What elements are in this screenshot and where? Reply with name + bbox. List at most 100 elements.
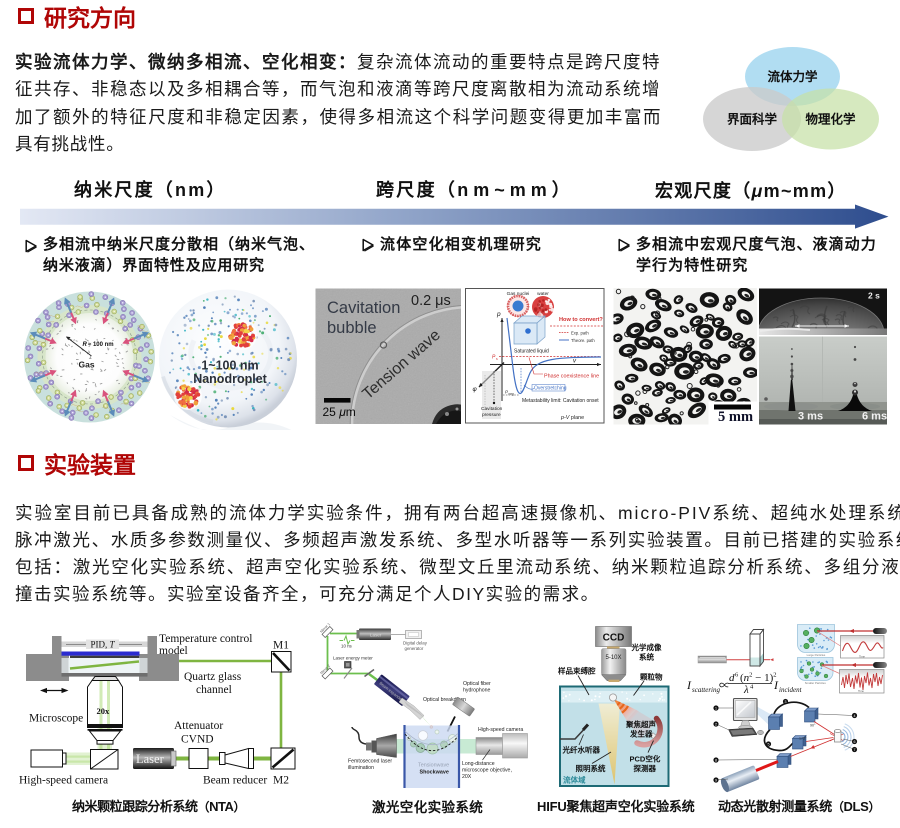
svg-text:Shockwave: Shockwave bbox=[420, 770, 449, 776]
svg-text:Quartz glass: Quartz glass bbox=[184, 671, 242, 683]
svg-text:M1: M1 bbox=[273, 640, 289, 652]
svg-text:25 μm: 25 μm bbox=[323, 405, 356, 419]
svg-text:Attenuator: Attenuator bbox=[174, 720, 223, 732]
svg-text:Overstretching: Overstretching bbox=[534, 386, 567, 392]
svg-text:Cavitation: Cavitation bbox=[481, 406, 503, 412]
svg-text:流体力学: 流体力学 bbox=[767, 69, 818, 84]
svg-text:Optical breakdown: Optical breakdown bbox=[423, 697, 466, 703]
svg-text:I: I bbox=[773, 678, 779, 692]
svg-text:Metastability limit: Cavitatio: Metastability limit: Cavitation onset bbox=[522, 398, 599, 404]
svg-text:20X: 20X bbox=[462, 774, 472, 780]
svg-text:5-10X: 5-10X bbox=[605, 655, 621, 661]
svg-text:channel: channel bbox=[196, 684, 232, 696]
svg-text:Gas nuclei: Gas nuclei bbox=[507, 291, 530, 297]
svg-text:neg: neg bbox=[509, 392, 515, 396]
svg-text:How to convert?: How to convert? bbox=[559, 317, 603, 323]
svg-text:Long-distance: Long-distance bbox=[462, 761, 495, 767]
svg-text:颗粒物: 颗粒物 bbox=[640, 672, 663, 682]
svg-text:M2: M2 bbox=[273, 775, 289, 787]
svg-text:CCD: CCD bbox=[603, 633, 625, 644]
svg-text:Theore. path: Theore. path bbox=[571, 338, 595, 343]
svg-text:8: 8 bbox=[715, 758, 717, 762]
svg-text:物理化学: 物理化学 bbox=[805, 112, 856, 127]
svg-text:20x: 20x bbox=[97, 706, 111, 716]
svg-text:4: 4 bbox=[750, 684, 754, 691]
svg-text:Laser energy meter: Laser energy meter bbox=[333, 656, 373, 661]
svg-text:探测器: 探测器 bbox=[634, 763, 657, 773]
svg-text:hydrophone: hydrophone bbox=[463, 688, 491, 694]
svg-text:Time: Time bbox=[859, 655, 865, 659]
svg-text:2: 2 bbox=[715, 722, 717, 726]
svg-text:I: I bbox=[686, 678, 692, 692]
svg-text:光学成像: 光学成像 bbox=[631, 642, 662, 652]
svg-text:发生器: 发生器 bbox=[629, 729, 653, 739]
svg-text:model: model bbox=[159, 645, 188, 657]
svg-text:illumination: illumination bbox=[348, 765, 374, 771]
svg-text:4: 4 bbox=[854, 714, 856, 718]
svg-text:Beam reducer: Beam reducer bbox=[203, 775, 267, 787]
svg-text:0.2 μs: 0.2 μs bbox=[411, 293, 451, 309]
svg-text:microscope objective,: microscope objective, bbox=[462, 768, 512, 774]
svg-text:173°: 173° bbox=[799, 737, 807, 741]
svg-text:聚焦超声: 聚焦超声 bbox=[625, 719, 656, 729]
svg-text:bubble: bubble bbox=[327, 319, 377, 337]
svg-text:v: v bbox=[573, 359, 577, 365]
svg-text:Time: Time bbox=[858, 689, 864, 693]
svg-text:5: 5 bbox=[768, 742, 770, 746]
svg-text:φ: φ bbox=[473, 386, 478, 393]
svg-text:2 s: 2 s bbox=[868, 291, 880, 301]
svg-text:PID, T: PID, T bbox=[90, 640, 115, 650]
svg-text:scattering: scattering bbox=[692, 686, 720, 694]
svg-text:3: 3 bbox=[785, 700, 787, 704]
svg-text:90°: 90° bbox=[810, 724, 816, 728]
svg-text:10 ns: 10 ns bbox=[341, 644, 353, 649]
svg-text:R: R bbox=[83, 342, 88, 348]
svg-text:Exp. path: Exp. path bbox=[571, 331, 589, 336]
svg-text:(n2 − 1)2: (n2 − 1)2 bbox=[740, 672, 777, 685]
svg-text:光纤水听器: 光纤水听器 bbox=[562, 745, 601, 755]
svg-text:Mirror 2: Mirror 2 bbox=[319, 664, 331, 676]
svg-text:p: p bbox=[496, 311, 501, 318]
svg-text:系统: 系统 bbox=[639, 652, 654, 662]
svg-text:water: water bbox=[537, 291, 549, 297]
svg-text:d: d bbox=[729, 672, 735, 684]
svg-text:∝: ∝ bbox=[719, 680, 730, 692]
svg-text:界面科学: 界面科学 bbox=[727, 112, 778, 127]
svg-text:1~100 nm: 1~100 nm bbox=[201, 359, 258, 373]
svg-text:Cavitation: Cavitation bbox=[327, 299, 400, 317]
svg-text:流体域: 流体域 bbox=[563, 775, 586, 785]
svg-text:PCD空化: PCD空化 bbox=[630, 754, 661, 764]
svg-text:3 ms: 3 ms bbox=[798, 411, 823, 423]
svg-text:Microscope: Microscope bbox=[29, 713, 83, 725]
svg-text:CVND: CVND bbox=[181, 734, 214, 746]
svg-text:Mirror 1: Mirror 1 bbox=[319, 622, 331, 634]
svg-text:Tensionwave: Tensionwave bbox=[418, 763, 449, 769]
svg-text:Laser: Laser bbox=[370, 633, 382, 638]
svg-text:High-speed camera: High-speed camera bbox=[19, 775, 108, 787]
svg-text:p-V plane: p-V plane bbox=[560, 415, 584, 421]
svg-text:6: 6 bbox=[854, 740, 856, 744]
svg-text:P: P bbox=[505, 390, 509, 395]
svg-text:Smaller Particles: Smaller Particles bbox=[805, 681, 827, 685]
svg-text:1: 1 bbox=[715, 706, 717, 710]
svg-text:Laser: Laser bbox=[136, 752, 165, 766]
svg-text:generator: generator bbox=[405, 646, 424, 651]
svg-text:Gas: Gas bbox=[79, 360, 95, 370]
svg-text:pressure: pressure bbox=[482, 412, 501, 418]
svg-text:7: 7 bbox=[854, 748, 856, 752]
svg-text:9: 9 bbox=[715, 778, 717, 782]
svg-text:P: P bbox=[492, 355, 496, 361]
svg-text:High-speed camera: High-speed camera bbox=[478, 727, 523, 733]
svg-text:Nanodroplet: Nanodroplet bbox=[193, 372, 267, 386]
svg-text:样品束缚腔: 样品束缚腔 bbox=[558, 666, 596, 676]
svg-text:Saturated liquid: Saturated liquid bbox=[514, 349, 549, 355]
svg-text:Femtosecond laser: Femtosecond laser bbox=[348, 759, 392, 765]
svg-text:Phase coexistence line: Phase coexistence line bbox=[544, 374, 599, 380]
svg-text:s: s bbox=[496, 357, 498, 361]
svg-text:Temperature control: Temperature control bbox=[159, 633, 252, 645]
svg-text:≈ 100 nm: ≈ 100 nm bbox=[88, 342, 114, 348]
svg-text:6: 6 bbox=[735, 672, 739, 679]
svg-text:5 mm: 5 mm bbox=[718, 409, 753, 425]
svg-text:照明系统: 照明系统 bbox=[576, 763, 606, 773]
svg-text:λ: λ bbox=[743, 684, 749, 696]
